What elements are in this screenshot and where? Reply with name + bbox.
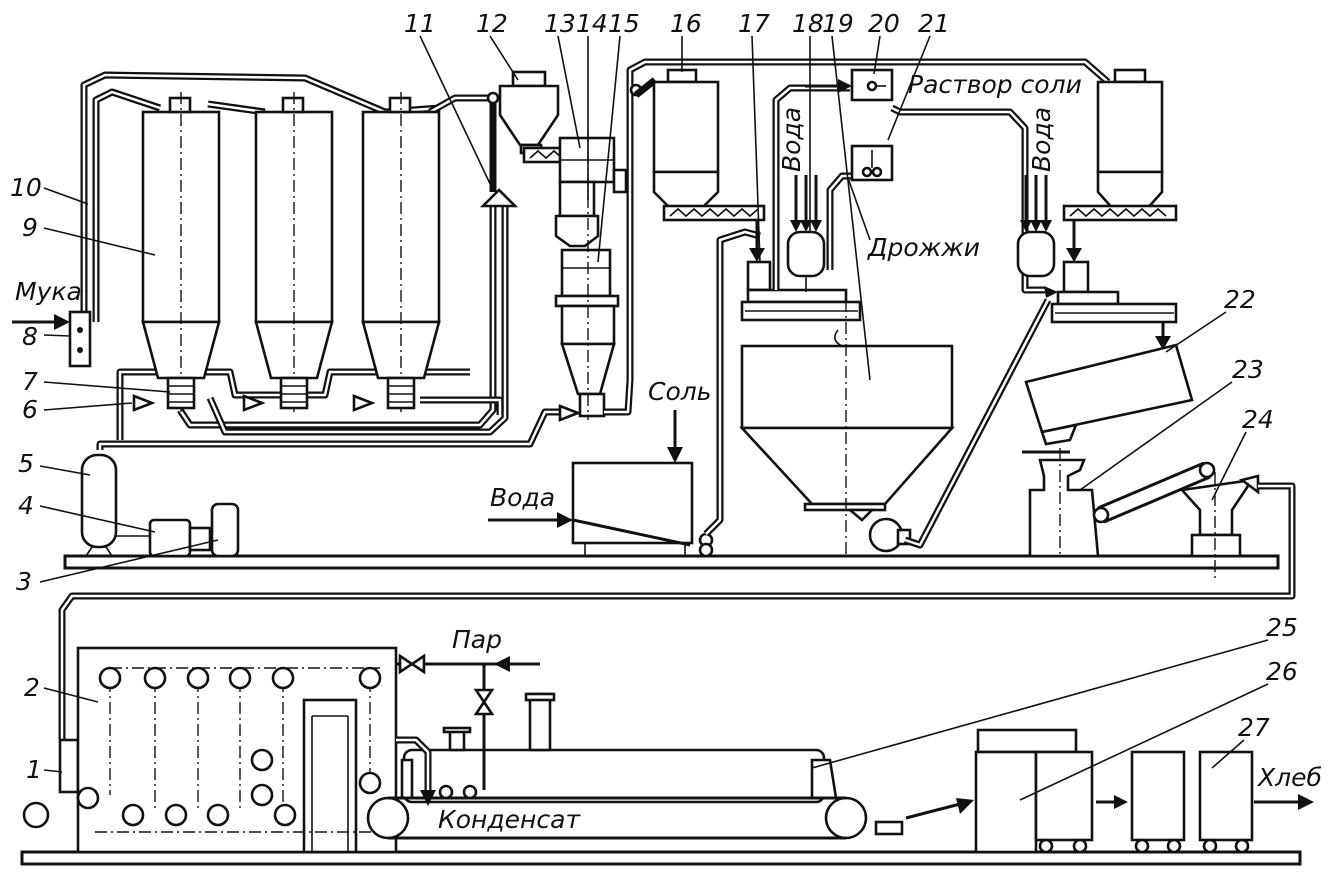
label-salt-solution: Раствор соли [908,70,1082,99]
flour-line-to-dough [604,58,1111,416]
oven-25 [366,692,868,840]
salt-tank-arrow [805,79,852,93]
conveyor-to-rounder [1092,461,1216,524]
flour-inlet-box [68,310,92,368]
dough-flour-bin-right [1062,68,1178,262]
label-water-18: Вода [777,107,806,172]
steam-line [396,653,540,790]
process-labels: Мука Соль Вода Раствор соли Дрожжи Пар К… [15,70,1322,834]
dough-flour-bin-16 [652,68,766,222]
label-yeast: Дрожжи [867,233,980,262]
number-5: 5 [18,449,34,478]
number-4: 4 [18,491,34,520]
salt-solution-line-right [890,104,1045,294]
switch-valve [479,91,519,208]
rounder-24 [58,472,1296,740]
air-receiver [80,453,118,557]
number-7: 7 [22,367,38,396]
number-26: 26 [1266,657,1298,686]
water-arrow-salt [488,512,573,528]
silo-feeders [132,394,582,422]
flour-silo-2 [254,92,334,416]
label-steam: Пар [452,625,502,654]
salt-arrow [667,410,683,463]
salt-solution-tank-20 [850,68,894,102]
number-18: 18 [792,9,824,38]
salt-dissolver [571,228,761,558]
flour-arrow [12,314,70,330]
number-2: 2 [24,673,40,702]
number-3: 3 [16,567,32,596]
label-flour: Мука [15,277,82,306]
number-13: 13 [544,9,576,38]
flour-pneumatic-lines [80,71,560,450]
number-24: 24 [1242,405,1274,434]
divider-23 [1022,448,1100,558]
proofer-sprockets [22,666,382,829]
label-water-salt: Вода [490,483,555,512]
number-20: 20 [868,9,900,38]
number-9: 9 [22,213,38,242]
output-conveyor [874,798,974,836]
number-12: 12 [476,9,508,38]
number-21: 21 [918,9,950,38]
number-10: 10 [10,173,42,202]
number-22: 22 [1224,285,1256,314]
compressor [116,502,240,558]
number-27: 27 [1238,713,1270,742]
number-14: 14 [576,9,608,38]
label-bread: Хлеб [1256,763,1322,792]
position-numbers: 1 2 3 4 5 6 7 8 9 10 11 12 13 14 15 16 1… [10,9,1298,784]
proofer-2 [58,646,398,854]
sifter-14 [554,136,628,248]
number-6: 6 [22,395,38,424]
yeast-tank-21 [850,144,894,182]
flour-silo-3 [361,92,441,416]
leader-lines [39,35,1269,801]
dough-mixer-right [1044,260,1178,350]
dough-fermentation-tank-19 [739,298,1052,556]
number-1: 1 [26,755,42,784]
water-doser-right [1016,175,1056,278]
number-15: 15 [608,9,640,38]
label-salt: Соль [648,377,711,406]
number-16: 16 [670,9,702,38]
label-water-right: Вода [1027,107,1056,172]
number-23: 23 [1232,355,1264,384]
number-19: 19 [822,9,854,38]
upper-floor [63,554,1280,570]
dough-trough-22 [1024,343,1194,446]
carts-27 [1096,750,1314,854]
dough-feeder-17 [740,220,862,322]
flour-silo-1 [141,92,221,416]
number-11: 11 [404,9,436,38]
label-condensate: Конденсат [438,805,581,834]
lower-floor [20,850,1302,866]
number-17: 17 [738,9,770,38]
number-25: 25 [1266,613,1298,642]
storage-26 [974,728,1094,854]
number-8: 8 [22,322,38,351]
